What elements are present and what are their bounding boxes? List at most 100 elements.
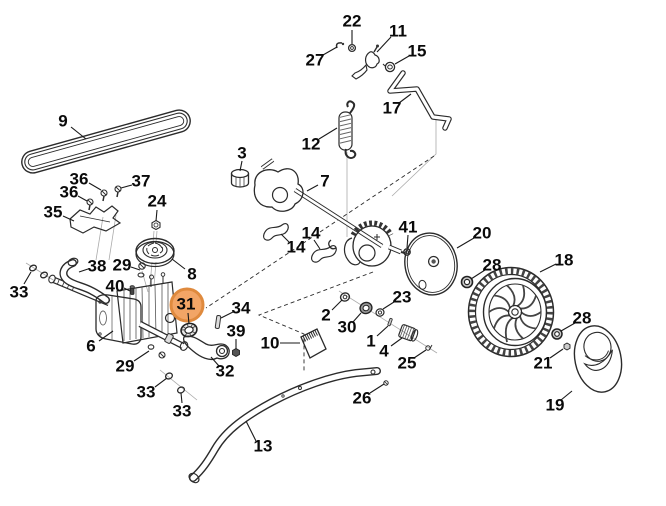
- part-label-29[interactable]: 29: [113, 256, 132, 275]
- gear-assembly: [328, 220, 406, 267]
- part-label-3[interactable]: 3: [237, 144, 246, 163]
- leader-line-28: [560, 322, 576, 332]
- part-29-screw-bottom: [147, 344, 166, 359]
- part-label-17[interactable]: 17: [383, 99, 402, 118]
- part-label-32[interactable]: 32: [216, 362, 235, 381]
- part-label-41[interactable]: 41: [399, 218, 418, 237]
- part-label-34[interactable]: 34: [232, 299, 251, 318]
- part-label-10[interactable]: 10: [261, 334, 280, 353]
- part-7-axle-rod: [253, 158, 384, 248]
- part-label-30[interactable]: 30: [338, 318, 357, 337]
- part-label-9[interactable]: 9: [58, 112, 67, 131]
- part-28-bearing-right: [551, 328, 563, 340]
- leader-line-14: [313, 239, 321, 250]
- part-label-1[interactable]: 1: [366, 332, 375, 351]
- leader-line-4: [390, 337, 403, 347]
- part-1-pin: [387, 317, 393, 327]
- part-11-bracket: [351, 44, 380, 80]
- part-33-washers-left: [28, 264, 49, 279]
- leader-line-13: [245, 420, 257, 442]
- part-12-spring: [338, 100, 357, 159]
- part-31-grommet: [180, 322, 198, 338]
- part-10-ribbed-plate: [300, 328, 327, 359]
- leader-line-38: [78, 268, 89, 273]
- part-label-28[interactable]: 28: [483, 256, 502, 275]
- leader-line-12: [318, 127, 338, 140]
- leader-line-9: [70, 126, 87, 140]
- part-13-handlebar: [188, 367, 381, 484]
- part-label-40[interactable]: 40: [106, 277, 125, 296]
- leader-line-34: [220, 311, 234, 319]
- part-14-lever-b: [311, 244, 337, 263]
- part-29-screw-top: [137, 262, 146, 278]
- leader-line-32: [210, 356, 220, 367]
- part-label-36[interactable]: 36: [60, 183, 79, 202]
- part-label-36[interactable]: 36: [70, 170, 89, 189]
- part-36-screw-b: [100, 189, 108, 202]
- part-label-7[interactable]: 7: [320, 172, 329, 191]
- part-label-27[interactable]: 27: [306, 51, 325, 70]
- leader-line-35: [62, 215, 75, 222]
- part-28-bearing-left: [460, 275, 474, 289]
- part-label-24[interactable]: 24: [148, 192, 167, 211]
- leader-line-21: [549, 348, 564, 359]
- part-label-15[interactable]: 15: [408, 42, 427, 61]
- part-14-lever-a: [263, 222, 289, 241]
- leader-line-33: [154, 377, 168, 388]
- part-4-pinion: [398, 324, 419, 342]
- part-label-8[interactable]: 8: [187, 265, 196, 284]
- leader-line-41: [406, 234, 409, 249]
- part-30-bearing: [359, 301, 373, 315]
- part-label-35[interactable]: 35: [44, 203, 63, 222]
- leader-line-18: [539, 263, 557, 273]
- part-label-28[interactable]: 28: [573, 309, 592, 328]
- part-18-wheel: [467, 266, 555, 358]
- part-label-4[interactable]: 4: [379, 342, 389, 361]
- part-label-14[interactable]: 14: [287, 238, 306, 257]
- part-label-37[interactable]: 37: [132, 172, 151, 191]
- part-label-2[interactable]: 2: [321, 306, 330, 325]
- leader-line-28: [470, 269, 486, 280]
- highlight-circle[interactable]: [169, 287, 205, 323]
- part-27-clip: [335, 42, 345, 49]
- part-label-19[interactable]: 19: [546, 396, 565, 415]
- part-label-23[interactable]: 23: [393, 288, 412, 307]
- part-24-nut: [151, 219, 161, 231]
- part-label-29[interactable]: 29: [116, 357, 135, 376]
- part-3-bushing: [230, 168, 250, 188]
- part-label-26[interactable]: 26: [353, 389, 372, 408]
- axle-shaft-lower: [138, 321, 189, 351]
- part-label-31[interactable]: 31: [177, 295, 196, 314]
- part-label-12[interactable]: 12: [302, 135, 321, 154]
- part-36-screw-a: [86, 198, 94, 211]
- part-40-bolt: [129, 285, 135, 295]
- leader-line-8: [171, 258, 186, 270]
- part-label-33[interactable]: 33: [137, 383, 156, 402]
- part-34-pin: [214, 314, 222, 330]
- leader-line-15: [394, 55, 410, 65]
- part-label-33[interactable]: 33: [10, 283, 29, 302]
- part-label-39[interactable]: 39: [227, 322, 246, 341]
- leader-line-37: [120, 184, 133, 189]
- part-20-disc: [404, 232, 458, 296]
- part-label-20[interactable]: 20: [473, 224, 492, 243]
- leader-line-33: [23, 271, 32, 285]
- part-label-25[interactable]: 25: [398, 354, 417, 373]
- part-label-11[interactable]: 11: [389, 22, 407, 41]
- part-label-18[interactable]: 18: [555, 251, 574, 270]
- leader-line-36: [77, 195, 88, 202]
- part-21-nut: [563, 342, 571, 351]
- part-label-38[interactable]: 38: [88, 257, 107, 276]
- part-label-14[interactable]: 14: [302, 224, 321, 243]
- part-33-washers-bottom: [164, 372, 186, 394]
- part-label-33[interactable]: 33: [173, 402, 192, 421]
- part-37-screw: [114, 185, 122, 198]
- part-label-13[interactable]: 13: [254, 437, 273, 456]
- part-32-lever: [182, 335, 230, 361]
- part-label-6[interactable]: 6: [86, 337, 95, 356]
- part-label-22[interactable]: 22: [343, 12, 362, 31]
- leader-line-20: [456, 237, 475, 249]
- part-label-21[interactable]: 21: [534, 354, 553, 373]
